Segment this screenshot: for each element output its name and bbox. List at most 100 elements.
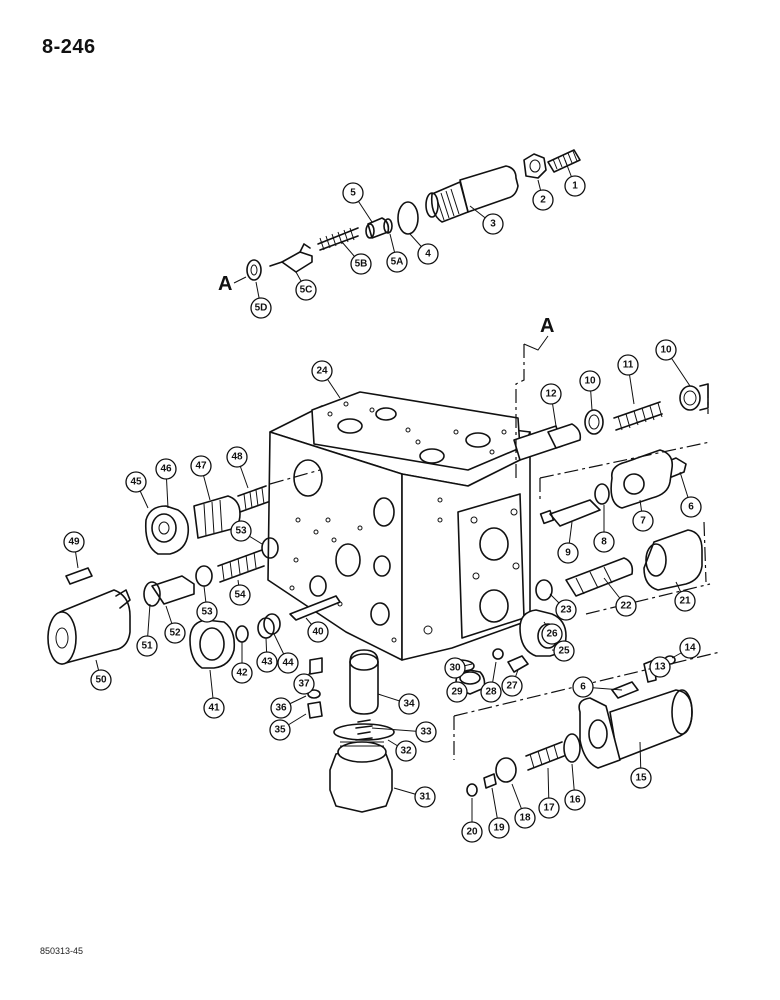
part-valve-cap: [425, 165, 519, 223]
callout-37: 37: [293, 671, 315, 695]
callout-number: 29: [451, 687, 463, 698]
assembly-centerlines: [269, 344, 721, 760]
callout-circle: [579, 370, 601, 392]
part-end-cap: [144, 505, 190, 555]
callout-29: 29: [446, 681, 468, 703]
callout-21: 21: [674, 581, 696, 612]
callout-31: 31: [393, 786, 436, 808]
figure-code: 850313-45: [40, 946, 84, 956]
callout-number: 53: [235, 526, 247, 537]
callout-number: 20: [466, 827, 478, 838]
callout-circle: [295, 279, 317, 301]
callout-circle: [226, 446, 248, 468]
callout-number: 12: [545, 389, 557, 400]
callout-number: 21: [679, 596, 691, 607]
callout-number: 9: [565, 548, 571, 559]
callout-circle: [63, 531, 85, 553]
callout-circle: [593, 531, 615, 553]
callout-circle: [532, 189, 554, 211]
callout-number: 17: [543, 803, 555, 814]
part-spring-seat: [563, 733, 581, 763]
callout-circle: [540, 383, 562, 405]
callout-circle: [190, 455, 212, 477]
callout-4: 4: [409, 233, 439, 265]
callout-26: 26: [541, 621, 563, 645]
callout-circle: [488, 817, 510, 839]
part-ring-44: [263, 613, 281, 635]
callout-41: 41: [203, 669, 225, 719]
svg-text:A: A: [218, 273, 232, 295]
callout-circle: [655, 339, 677, 361]
callout-number: 33: [420, 727, 432, 738]
callout-number: 22: [620, 601, 632, 612]
callout-17: 17: [538, 767, 560, 819]
callout-number: 2: [540, 195, 546, 206]
callout-circle: [203, 697, 225, 719]
callout-35: 35: [269, 713, 307, 741]
callout-number: 46: [160, 464, 172, 475]
part-small-seal: [492, 648, 504, 660]
part-plug-31: [329, 741, 393, 813]
callout-circle: [342, 182, 364, 204]
callout-number: 40: [312, 627, 324, 638]
callout-48: 48: [226, 446, 249, 489]
callout-number: 41: [208, 703, 220, 714]
callout-circle: [417, 243, 439, 265]
callout-circle: [270, 697, 292, 719]
callout-24: 24: [311, 360, 341, 399]
callout-circle: [414, 786, 436, 808]
callout-circle: [514, 807, 536, 829]
callout-49: 49: [63, 531, 85, 569]
part-seal: [594, 483, 610, 505]
callout-circle: [90, 669, 112, 691]
callout-10: 10: [655, 339, 691, 387]
callout-number: 7: [640, 516, 646, 527]
callout-circle: [480, 681, 502, 703]
callout-circle: [125, 471, 147, 493]
callout-number: 48: [231, 452, 243, 463]
callout-number: 10: [660, 345, 672, 356]
callout-number: 3: [490, 219, 496, 230]
part-o-ring: [397, 201, 419, 235]
part-small-ring: [383, 218, 393, 234]
callout-53: 53: [196, 585, 218, 623]
part-spool-end: [539, 499, 601, 527]
callout-circle: [538, 797, 560, 819]
callout-number: 13: [654, 662, 666, 673]
callout-32: 32: [387, 739, 417, 762]
part-washer-36: [307, 689, 321, 699]
part-sleeve: [349, 649, 379, 715]
callout-number: 42: [236, 668, 248, 679]
callout-34: 34: [377, 693, 420, 715]
callout-number: 37: [298, 679, 310, 690]
callout-number: 52: [169, 628, 181, 639]
callout-circle: [461, 821, 483, 843]
callout-circle: [269, 719, 291, 741]
callout-number: 53: [201, 607, 213, 618]
part-spring-33: [355, 719, 373, 741]
callout-circle: [674, 590, 696, 612]
callout-circle: [293, 673, 315, 695]
callout-number: 30: [449, 663, 461, 674]
svg-text:A: A: [540, 315, 554, 337]
callout-12: 12: [540, 383, 562, 427]
callout-22: 22: [603, 577, 637, 617]
callout-5c: 5C: [295, 271, 317, 301]
callout-circle: [444, 657, 466, 679]
callout-5d: 5D: [250, 281, 272, 319]
callout-13: 13: [649, 656, 671, 678]
callout-28: 28: [480, 661, 502, 703]
callout-54: 54: [229, 579, 251, 606]
callout-number: 36: [275, 703, 287, 714]
callout-number: 8: [601, 537, 607, 548]
valve-body: [267, 391, 563, 661]
callout-circle: [230, 520, 252, 542]
callout-43: 43: [256, 637, 278, 673]
callout-circle: [136, 635, 158, 657]
part-spring-housing: [578, 689, 693, 769]
callout-1: 1: [564, 159, 586, 197]
part-set-screw-37: [309, 657, 323, 675]
callout-2: 2: [532, 179, 554, 211]
callout-circle: [680, 496, 702, 518]
callout-circle: [311, 360, 333, 382]
